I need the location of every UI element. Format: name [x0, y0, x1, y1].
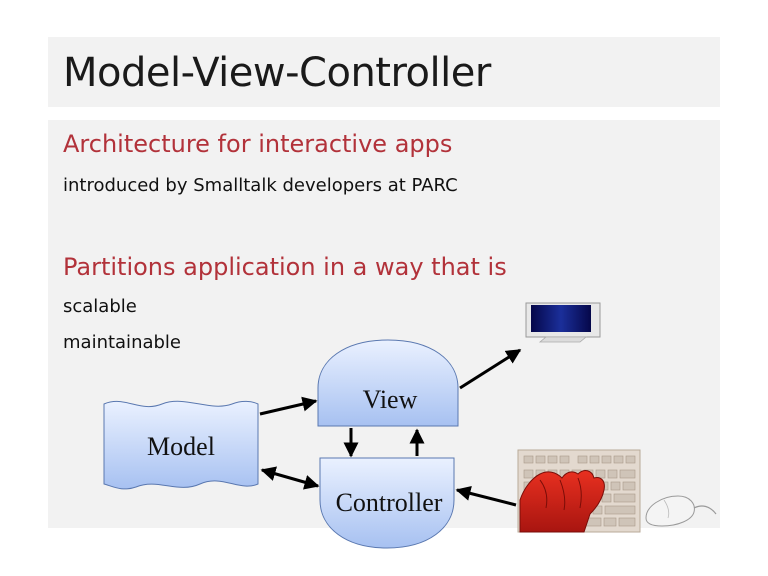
arrow-model-to-view — [259, 396, 318, 416]
model-label: Model — [147, 432, 215, 461]
monitor-icon — [525, 302, 601, 343]
controller-box: Controller — [319, 457, 455, 549]
arrow-model-controller — [260, 466, 320, 490]
view-label: View — [363, 385, 418, 414]
bullet-maintainable: maintainable — [63, 332, 182, 353]
model-box: Model — [103, 400, 259, 490]
arrow-keyboard-to-controller — [455, 486, 517, 507]
bullet-smalltalk: introduced by Smalltalk developers at PA… — [63, 175, 458, 196]
hand-icon — [519, 470, 605, 533]
view-box: View — [317, 339, 459, 427]
arrow-view-to-monitor — [459, 348, 522, 390]
controller-label: Controller — [336, 488, 443, 517]
heading-architecture: Architecture for interactive apps — [63, 130, 453, 158]
mouse-icon — [645, 495, 717, 527]
bullet-scalable: scalable — [63, 296, 137, 317]
slide-title: Model-View-Controller — [63, 50, 491, 96]
heading-partitions: Partitions application in a way that is — [63, 253, 507, 281]
title-bar: Model-View-Controller — [48, 37, 720, 107]
